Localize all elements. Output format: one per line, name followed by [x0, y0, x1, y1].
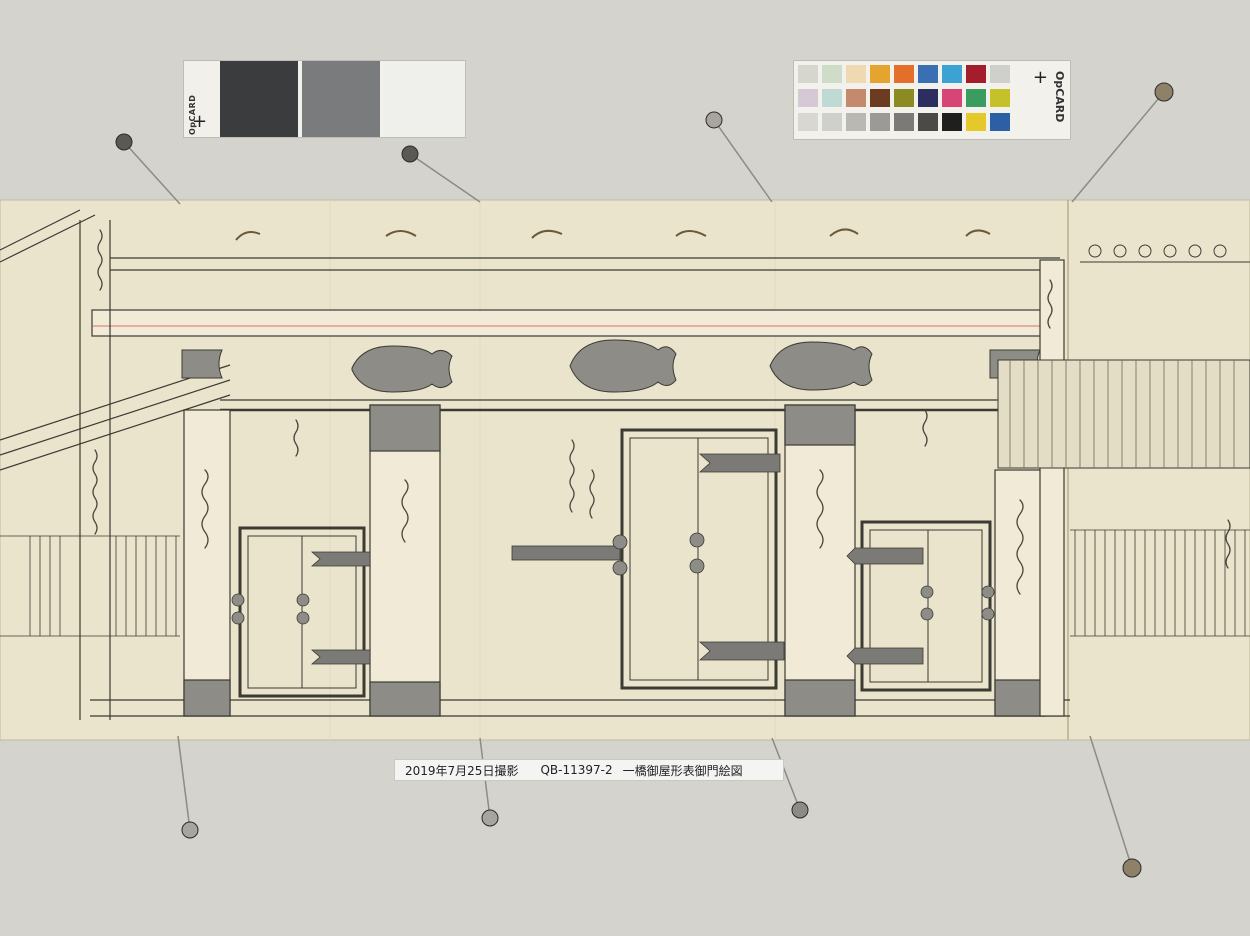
crosshair-icon: +: [1032, 67, 1048, 88]
hinges: [310, 453, 924, 665]
color-swatch: [966, 113, 986, 131]
crosshair-icon: +: [192, 111, 208, 132]
door-studs: [231, 532, 995, 625]
caption-label: 2019年7月25日撮影 QB-11397-2 一橋御屋形表御門絵図: [394, 759, 784, 781]
color-swatch: [966, 65, 986, 83]
color-card-brand: OpCARD: [1053, 71, 1066, 123]
color-swatch: [942, 113, 962, 131]
color-swatch: [870, 89, 890, 107]
color-swatch: [918, 113, 938, 131]
tiled-roof: [997, 359, 1250, 469]
color-swatch: [798, 89, 818, 107]
caption-title: 一橋御屋形表御門絵図: [622, 763, 743, 778]
color-swatch: [870, 113, 890, 131]
color-swatch: [894, 89, 914, 107]
roof-tiles: [1009, 360, 1235, 468]
color-swatch: [966, 89, 986, 107]
gates: [238, 428, 992, 698]
color-swatch: [822, 113, 842, 131]
color-swatch: [990, 113, 1010, 131]
color-swatch: [918, 89, 938, 107]
pins: [115, 82, 1174, 878]
color-swatch: [918, 65, 938, 83]
color-swatch: [990, 89, 1010, 107]
color-swatch: [894, 65, 914, 83]
swatch-mid: [302, 61, 380, 137]
color-swatch: [942, 89, 962, 107]
color-swatch: [846, 65, 866, 83]
color-swatch: [798, 113, 818, 131]
color-swatch-grid: [798, 65, 1034, 135]
gray-scale-card: OpCARD +: [183, 60, 466, 138]
color-swatch: [942, 65, 962, 83]
color-swatch: [870, 65, 890, 83]
color-swatch: [822, 65, 842, 83]
swatch-light: [384, 61, 464, 137]
color-swatch: [798, 65, 818, 83]
color-checker-card: + OpCARD: [793, 60, 1071, 140]
handwriting: [92, 229, 1231, 595]
color-swatch: [894, 113, 914, 131]
caption-date: 2019年7月25日撮影: [405, 763, 519, 778]
swatch-dark: [220, 61, 298, 137]
color-swatch: [846, 113, 866, 131]
fence-right: [1070, 529, 1250, 637]
color-swatch: [990, 65, 1010, 83]
fence-left: [0, 535, 180, 637]
color-swatch: [822, 89, 842, 107]
ridge-tiles: [1080, 244, 1250, 263]
caption-catalog-id: QB-11397-2: [540, 763, 613, 777]
top-wedges: [235, 228, 991, 241]
color-swatch: [846, 89, 866, 107]
pillars: [183, 259, 1065, 717]
roof-beams: [90, 257, 1070, 717]
